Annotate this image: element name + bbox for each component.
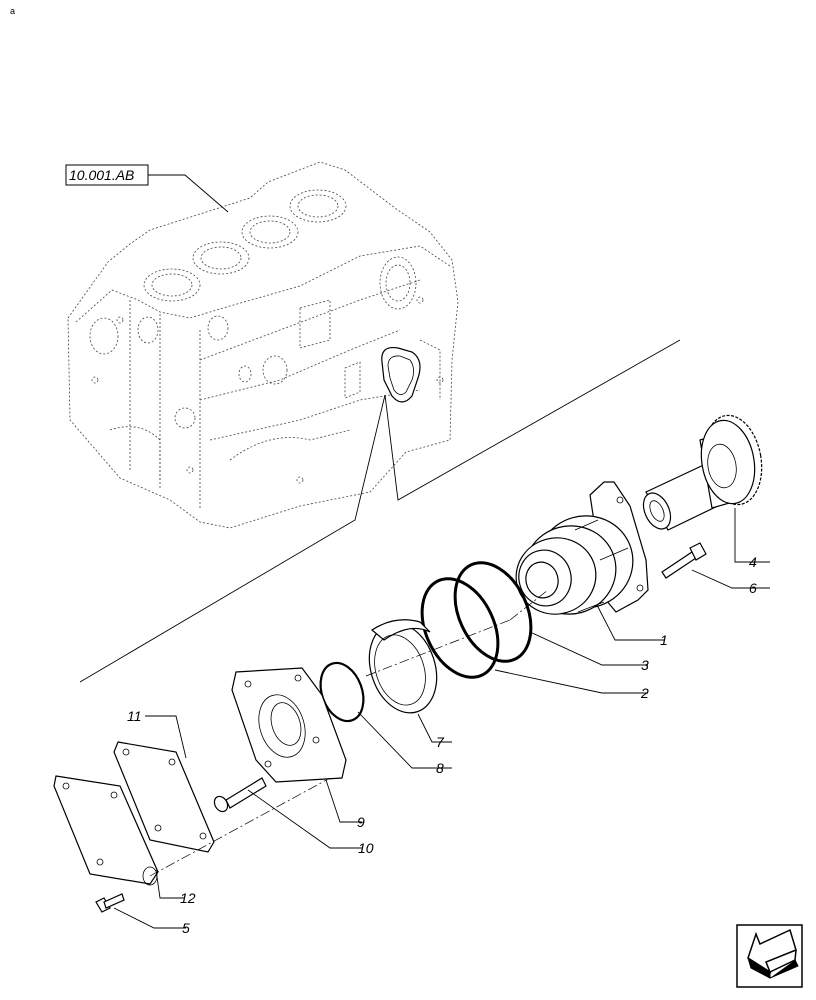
gear-shaft-part: [642, 414, 763, 531]
callout-7: 7: [436, 734, 445, 750]
screw-part-10: [213, 777, 267, 813]
engine-block-phantom: [67, 161, 459, 529]
callout-6: 6: [749, 580, 757, 596]
bolt-part-5: [95, 893, 125, 913]
bolt-part-6: [661, 542, 707, 579]
callout-1: 1: [660, 632, 668, 648]
callout-11: 11: [127, 708, 142, 724]
arrow-down-left-icon[interactable]: [736, 924, 803, 988]
gasket-plate-part-11: [113, 741, 215, 853]
callout-4: 4: [749, 554, 757, 570]
callout-8: 8: [436, 760, 444, 776]
assembly-axis-lower: [149, 777, 331, 877]
callout-12: 12: [180, 890, 196, 906]
callout-9: 9: [357, 814, 365, 830]
assembly-axis-upper: [365, 589, 549, 677]
o-ring-part-2: [420, 577, 500, 679]
flange-plate-part-9: [231, 667, 347, 783]
o-ring-part-3: [453, 561, 533, 663]
cover-cup-part-7: [368, 619, 438, 714]
section-cut-line: [79, 339, 681, 683]
callout-5: 5: [182, 920, 190, 936]
callout-10: 10: [358, 840, 374, 856]
leader-lines: [113, 508, 770, 929]
reference-box[interactable]: 10.001.AB: [65, 164, 149, 186]
reference-leader: [148, 174, 229, 213]
corner-mark: a: [10, 6, 15, 16]
callout-3: 3: [641, 657, 649, 673]
pump-housing-part: [515, 481, 649, 615]
callout-2: 2: [640, 685, 649, 701]
reference-box-label: 10.001.AB: [69, 167, 134, 183]
